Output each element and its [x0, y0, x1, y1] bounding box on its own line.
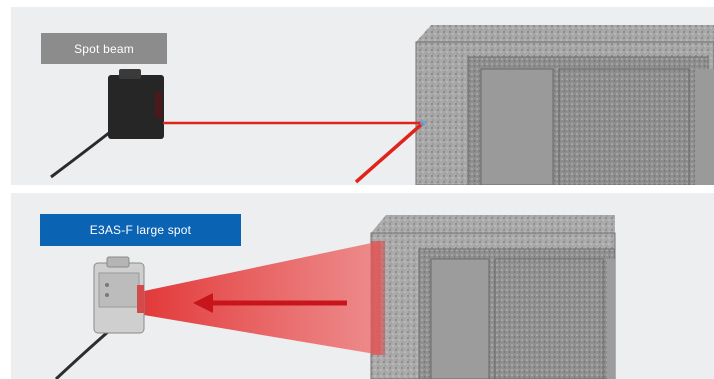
photoelectric-sensor-black-icon — [108, 69, 164, 139]
sensor-cable-top — [51, 129, 114, 177]
large-spot-panel: E3AS-F large spot — [11, 193, 714, 379]
concrete-block-bottom — [371, 215, 615, 379]
spot-beam-reflection — [356, 123, 423, 182]
concrete-block-top — [416, 25, 714, 185]
spot-beam-label: Spot beam — [41, 33, 167, 64]
spot-beam-panel: Spot beam — [11, 7, 714, 185]
sensor-cable-bottom — [56, 331, 109, 379]
large-spot-beam-cone — [144, 241, 381, 355]
large-spot-label: E3AS-F large spot — [40, 214, 241, 246]
photoelectric-sensor-grey-icon — [94, 257, 144, 333]
